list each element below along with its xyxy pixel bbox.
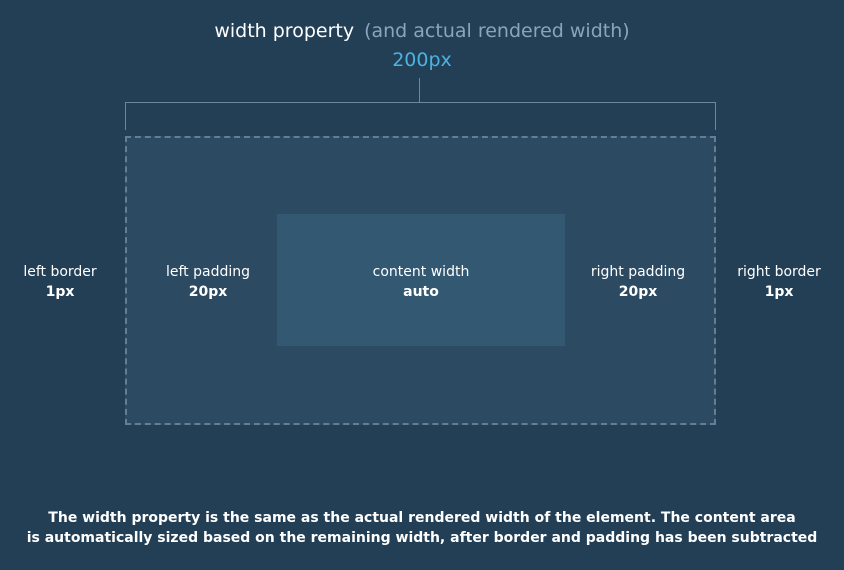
content-width-label: content width auto — [351, 262, 491, 302]
right-border-value: 1px — [764, 284, 794, 300]
caption: The width property is the same as the ac… — [0, 508, 844, 548]
right-padding-label: right padding 20px — [583, 262, 693, 302]
left-border-value: 1px — [45, 284, 75, 300]
right-padding-value: 20px — [618, 284, 658, 300]
content-area — [277, 214, 565, 346]
caption-line-1: The width property is the same as the ac… — [48, 510, 796, 526]
bracket-stem — [419, 78, 420, 102]
left-padding-label: left padding 20px — [158, 262, 258, 302]
left-padding-name: left padding — [165, 264, 250, 280]
bracket-right-tick — [715, 102, 716, 130]
width-value: 200px — [392, 49, 452, 71]
caption-line-2: is automatically sized based on the rema… — [26, 530, 818, 546]
title-main: width property — [214, 20, 355, 42]
content-width-value: auto — [403, 284, 439, 300]
bracket-left-tick — [125, 102, 126, 130]
right-border-name: right border — [737, 264, 821, 280]
left-border-label: left border 1px — [10, 262, 110, 302]
title-subtitle: (and actual rendered width) — [364, 20, 630, 42]
left-border-name: left border — [23, 264, 97, 280]
right-border-label: right border 1px — [729, 262, 829, 302]
content-width-name: content width — [372, 264, 470, 280]
diagram-title: width property (and actual rendered width… — [0, 20, 844, 42]
right-padding-name: right padding — [590, 264, 686, 280]
bracket-bar — [125, 102, 716, 103]
left-padding-value: 20px — [188, 284, 228, 300]
